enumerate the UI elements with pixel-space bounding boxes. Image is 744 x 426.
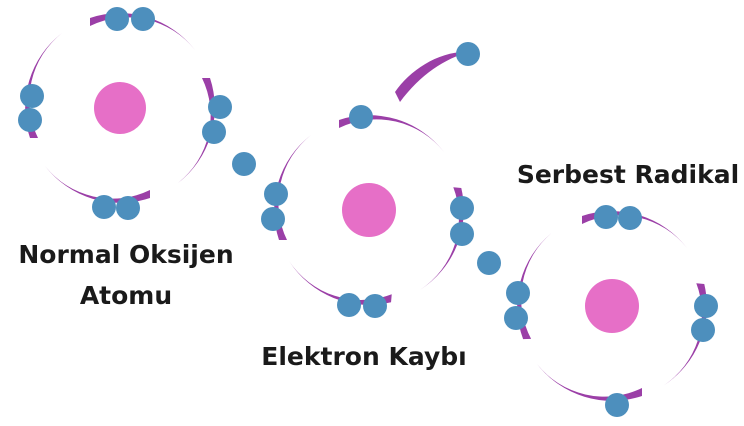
electron — [694, 294, 718, 318]
electron — [131, 7, 155, 31]
electron — [691, 318, 715, 342]
electron — [261, 207, 285, 231]
electron — [20, 84, 44, 108]
electron — [92, 195, 116, 219]
electron — [337, 293, 361, 317]
electron-loss-label: Elektron Kaybı — [261, 342, 466, 371]
electron — [208, 95, 232, 119]
nucleus — [342, 183, 396, 237]
normal-atom-label-line2: Atomu — [80, 281, 172, 310]
electron — [504, 306, 528, 330]
detached-orbit-arc — [395, 51, 470, 102]
electron — [349, 105, 373, 129]
electron — [605, 393, 629, 417]
electron-loss-atom — [261, 42, 480, 318]
orbit-arc — [537, 364, 642, 401]
electron — [594, 205, 618, 229]
electron — [477, 251, 501, 275]
electron — [116, 196, 140, 220]
electron — [363, 294, 387, 318]
electron — [232, 152, 256, 176]
electron — [18, 108, 42, 132]
electron — [618, 206, 642, 230]
normal-atom-label-line1: Normal Oksijen — [18, 240, 233, 269]
electron — [202, 120, 226, 144]
normal-oxygen-atom — [18, 7, 232, 220]
nucleus — [94, 82, 146, 134]
electron — [450, 196, 474, 220]
electron — [450, 222, 474, 246]
nucleus — [585, 279, 639, 333]
electron — [456, 42, 480, 66]
electron — [264, 182, 288, 206]
electron — [506, 281, 530, 305]
free-radical-label: Serbest Radikal — [517, 160, 739, 189]
free-radical-atom — [504, 205, 718, 417]
electron — [105, 7, 129, 31]
